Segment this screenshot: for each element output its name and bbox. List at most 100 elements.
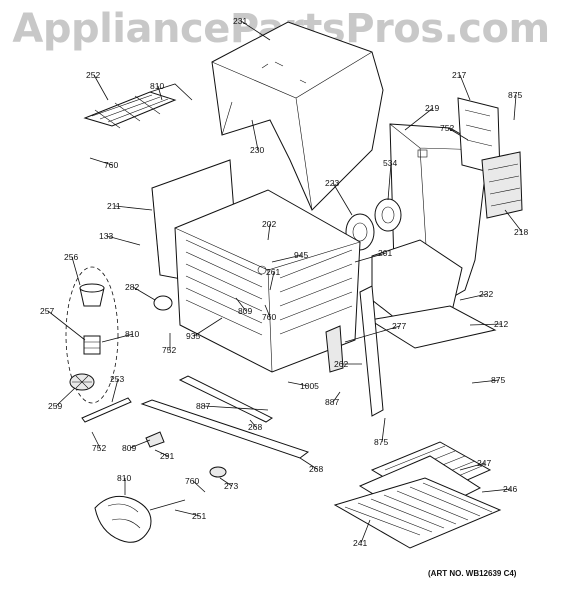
leader-line xyxy=(459,293,488,301)
leader-line xyxy=(132,286,156,301)
leader-line xyxy=(154,449,169,457)
callout-230: 230 xyxy=(250,145,264,155)
leader-line xyxy=(287,381,309,387)
callout-875: 875 xyxy=(491,375,505,385)
leader-line xyxy=(459,462,486,471)
callout-810: 810 xyxy=(117,473,131,483)
knob-273[interactable] xyxy=(209,466,227,478)
lens-259[interactable] xyxy=(69,373,95,391)
callout-752: 752 xyxy=(162,345,176,355)
callout-259: 259 xyxy=(48,401,62,411)
hinge-291[interactable] xyxy=(145,431,165,448)
callout-251: 251 xyxy=(192,511,206,521)
callout-219: 219 xyxy=(425,103,439,113)
callout-1005: 1005 xyxy=(300,381,319,391)
leader-line xyxy=(447,127,469,141)
callout-752: 752 xyxy=(92,443,106,453)
leader-line xyxy=(404,107,434,131)
leader-line xyxy=(157,85,163,101)
callout-256: 256 xyxy=(64,252,78,262)
callout-201: 201 xyxy=(378,248,392,258)
trim-rail-lower-268[interactable] xyxy=(140,399,310,459)
leader-line xyxy=(47,310,86,341)
callout-887: 887 xyxy=(325,397,339,407)
callout-810: 810 xyxy=(150,81,164,91)
leader-line xyxy=(269,271,275,291)
leader-line xyxy=(91,431,101,449)
callout-875: 875 xyxy=(508,90,522,100)
callout-257: 257 xyxy=(40,306,54,316)
callout-760: 760 xyxy=(262,312,276,322)
callout-945: 945 xyxy=(294,250,308,260)
callout-760: 760 xyxy=(185,476,199,486)
callout-760: 760 xyxy=(104,160,118,170)
callout-887: 887 xyxy=(196,401,210,411)
leader-line xyxy=(111,378,119,403)
leader-line xyxy=(55,387,76,407)
leader-line xyxy=(469,323,503,326)
callout-218: 218 xyxy=(514,227,528,237)
vent-cover-218[interactable] xyxy=(481,151,523,219)
leader-line xyxy=(93,74,109,101)
leader-line xyxy=(299,457,318,470)
callout-223: 223 xyxy=(325,178,339,188)
callout-211: 211 xyxy=(107,201,121,211)
leader-line xyxy=(193,317,223,337)
callout-935: 935 xyxy=(186,331,200,341)
callout-202: 202 xyxy=(262,219,276,229)
oven-cavity-201[interactable] xyxy=(174,189,361,373)
leader-line xyxy=(354,252,387,263)
socket-257[interactable] xyxy=(83,335,101,355)
hinge-277[interactable] xyxy=(325,325,344,373)
art-number: (ART NO. WB12639 C4) xyxy=(428,569,517,578)
callout-212: 212 xyxy=(494,319,508,329)
sensor-253[interactable] xyxy=(81,397,132,423)
light-assembly-256[interactable] xyxy=(65,266,119,404)
leader-line xyxy=(387,162,392,201)
broil-element-252[interactable] xyxy=(83,83,193,129)
callout-133: 133 xyxy=(99,231,113,241)
leader-line xyxy=(332,182,353,216)
callout-231: 231 xyxy=(233,16,247,26)
callout-253: 253 xyxy=(110,374,124,384)
leader-line xyxy=(129,439,151,449)
side-trim-262[interactable] xyxy=(359,285,384,417)
lamp-282[interactable] xyxy=(153,295,173,311)
leader-line xyxy=(174,509,201,517)
callout-261: 261 xyxy=(266,267,280,277)
leader-line xyxy=(71,256,81,286)
leader-line xyxy=(504,209,523,233)
callout-268: 268 xyxy=(248,422,262,432)
leader-line xyxy=(471,379,500,384)
leader-line xyxy=(481,488,512,493)
callout-232: 232 xyxy=(479,289,493,299)
callout-262: 262 xyxy=(334,359,348,369)
outer-top-cover-231[interactable] xyxy=(211,21,384,211)
leader-line xyxy=(114,205,153,211)
bottom-tray-212[interactable] xyxy=(368,305,497,349)
callout-810: 810 xyxy=(125,329,139,339)
callout-282: 282 xyxy=(125,282,139,292)
leader-line xyxy=(344,325,401,343)
leader-line xyxy=(459,74,471,101)
callout-241: 241 xyxy=(353,538,367,548)
bake-element-251[interactable] xyxy=(94,495,186,543)
leader-line xyxy=(251,119,259,151)
oven-rack-241[interactable] xyxy=(333,477,502,549)
callout-809: 809 xyxy=(238,306,252,316)
gasket-534[interactable] xyxy=(374,198,402,232)
callout-291: 291 xyxy=(160,451,174,461)
leader-line xyxy=(267,223,271,241)
leader-line xyxy=(203,405,269,411)
leader-line xyxy=(235,297,247,312)
leader-line xyxy=(192,480,206,493)
callout-217: 217 xyxy=(452,70,466,80)
leader-line xyxy=(513,94,517,121)
leader-line xyxy=(360,519,371,544)
callout-809: 809 xyxy=(122,443,136,453)
callout-246: 246 xyxy=(503,484,517,494)
callout-752: 752 xyxy=(440,123,454,133)
leader-line xyxy=(271,254,303,263)
callout-534: 534 xyxy=(383,158,397,168)
